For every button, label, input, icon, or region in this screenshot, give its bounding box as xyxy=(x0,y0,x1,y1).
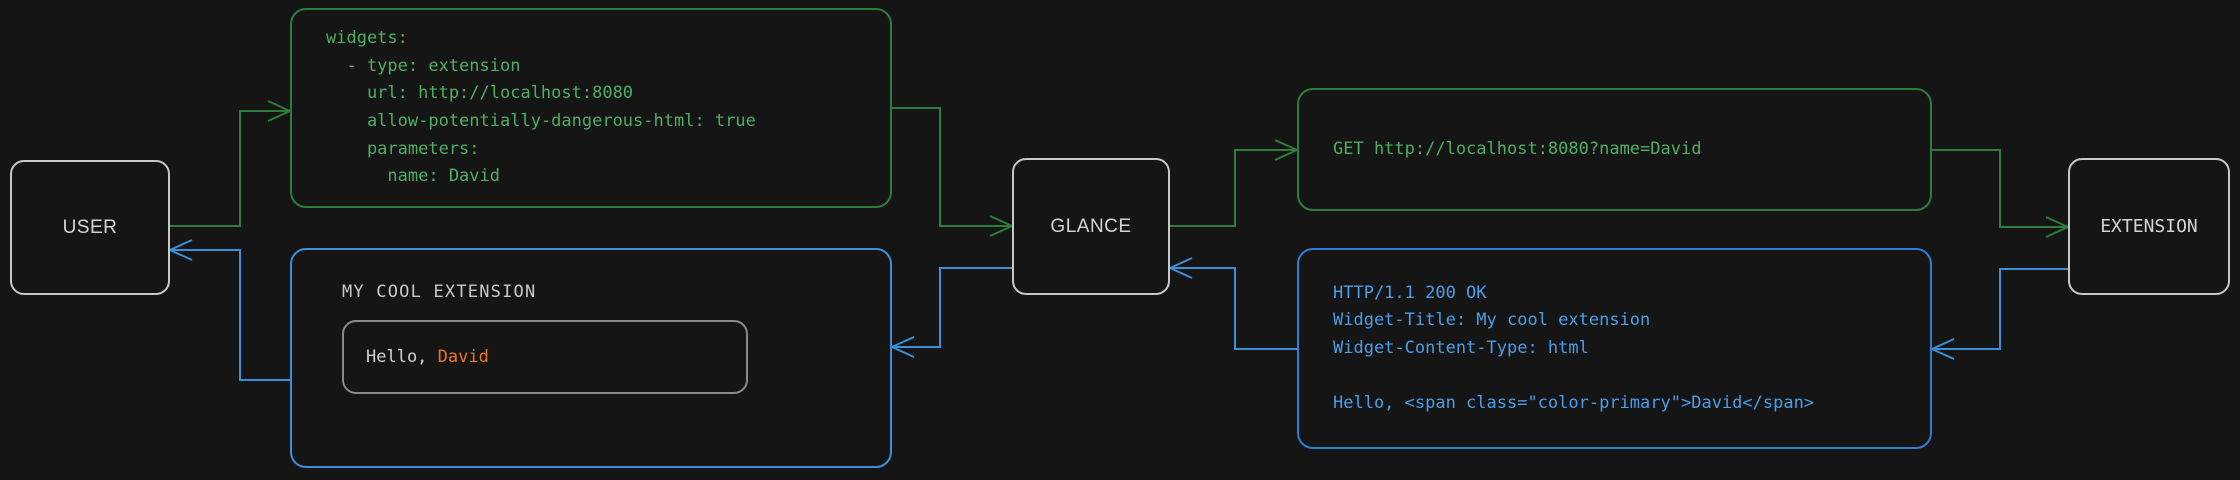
widget-greeting-prefix: Hello, xyxy=(366,347,438,367)
wire-user-to-config xyxy=(170,100,293,227)
node-extension[interactable]: EXTENSION xyxy=(2068,158,2230,295)
wire-glance-to-request xyxy=(1170,139,1300,227)
http-request-box: GET http://localhost:8080?name=David xyxy=(1297,88,1932,211)
widget-greeting-name: David xyxy=(437,347,489,367)
wire-widget-to-user xyxy=(167,239,290,381)
wire-glance-to-widget xyxy=(889,267,1012,358)
node-extension-label: EXTENSION xyxy=(2100,216,2198,237)
node-user[interactable]: USER xyxy=(10,160,170,295)
widget-preview-card: MY COOL EXTENSION Hello, David xyxy=(290,248,892,468)
wire-config-to-glance xyxy=(892,107,1015,237)
widget-greeting: Hello, David xyxy=(344,347,489,367)
widget-preview-body: Hello, David xyxy=(342,320,748,394)
http-request-code: GET http://localhost:8080?name=David xyxy=(1333,138,1702,159)
wire-response-to-glance xyxy=(1167,257,1297,350)
wire-extension-to-response xyxy=(1929,268,2068,360)
wire-request-to-extension xyxy=(1932,149,2071,238)
widget-preview-title: MY COOL EXTENSION xyxy=(342,282,537,302)
config-yaml-code: widgets: - type: extension url: http://l… xyxy=(326,28,756,187)
node-glance[interactable]: GLANCE xyxy=(1012,158,1170,295)
node-user-label: USER xyxy=(62,216,118,238)
http-response-box: HTTP/1.1 200 OK Widget-Title: My cool ex… xyxy=(1297,248,1932,449)
config-yaml-box: widgets: - type: extension url: http://l… xyxy=(290,8,892,208)
node-glance-label: GLANCE xyxy=(1050,215,1132,237)
http-response-code: HTTP/1.1 200 OK Widget-Title: My cool ex… xyxy=(1333,282,1815,413)
